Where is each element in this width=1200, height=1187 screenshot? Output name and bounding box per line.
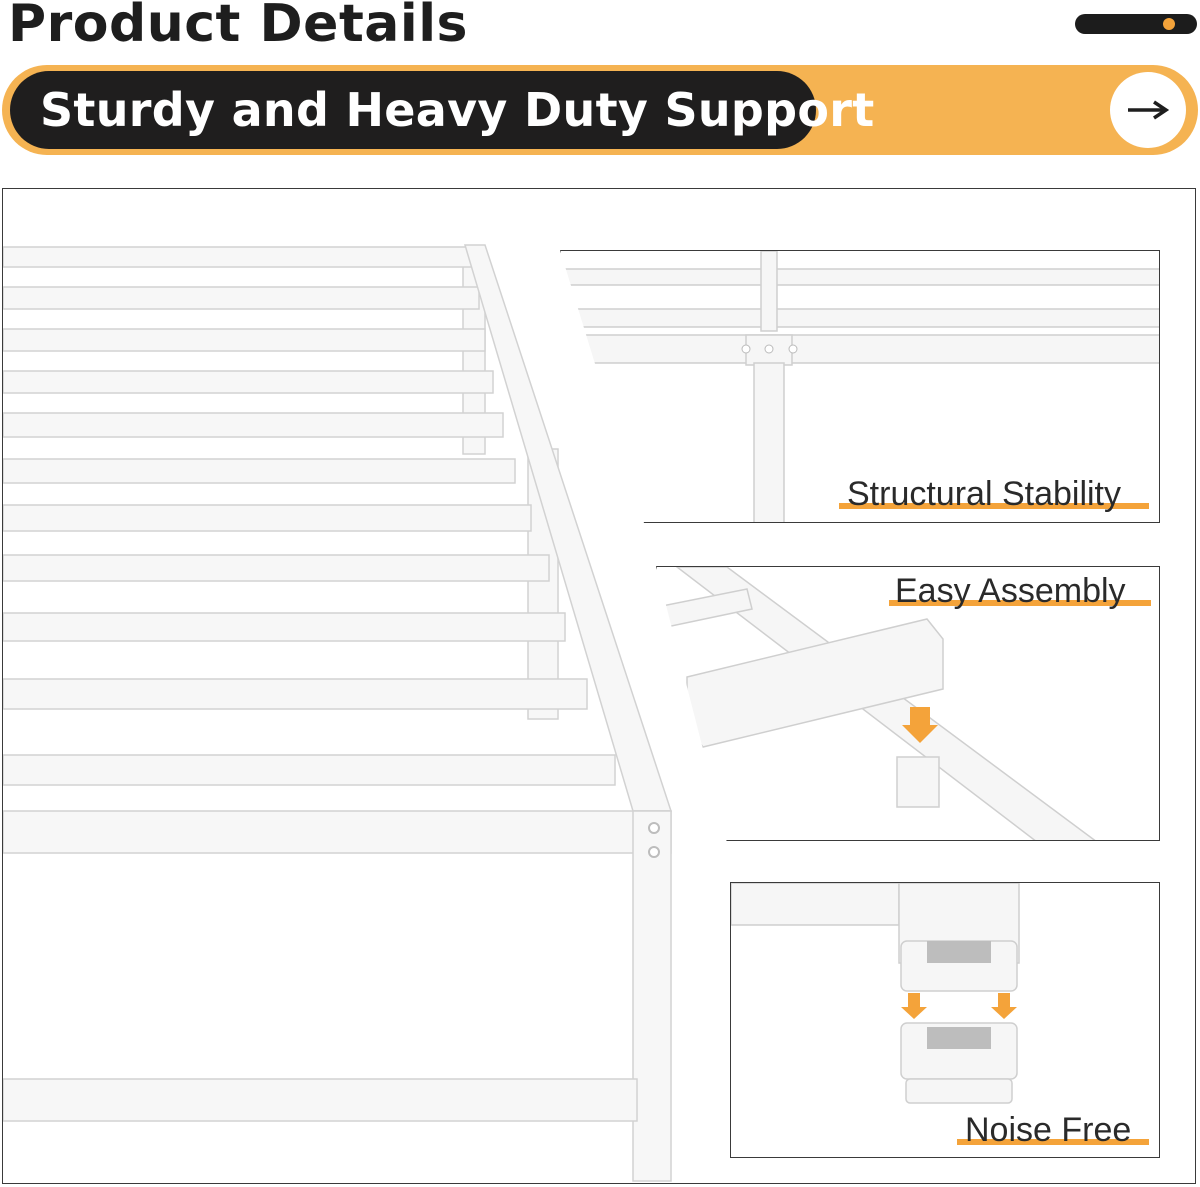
feature-label: Easy Assembly	[895, 572, 1126, 610]
feature-label: Structural Stability	[847, 475, 1121, 513]
rail-joint-illustration	[561, 251, 1159, 522]
label-underline	[957, 1139, 1149, 1145]
detail-noise-free: Noise Free	[730, 882, 1160, 1158]
banner-pill: Sturdy and Heavy Duty Support	[10, 71, 874, 149]
bed-frame-illustration	[3, 244, 673, 1182]
leg-cap-illustration	[731, 883, 1020, 1104]
detail-easy-assembly: Easy Assembly	[656, 566, 1160, 841]
banner-heading: Sturdy and Heavy Duty Support	[40, 83, 875, 137]
label-underline	[839, 503, 1149, 509]
carousel-indicator[interactable]	[1075, 14, 1197, 34]
detail-structural-stability: Structural Stability	[560, 250, 1160, 523]
arrow-right-icon	[1128, 100, 1170, 120]
slat-bracket-illustration	[657, 567, 1100, 840]
feature-banner: Sturdy and Heavy Duty Support	[2, 65, 1198, 155]
carousel-dot	[1163, 18, 1175, 30]
label-underline	[889, 600, 1151, 606]
feature-label: Noise Free	[965, 1111, 1132, 1149]
page-title: Product Details	[8, 0, 468, 54]
next-button[interactable]	[1110, 72, 1186, 148]
